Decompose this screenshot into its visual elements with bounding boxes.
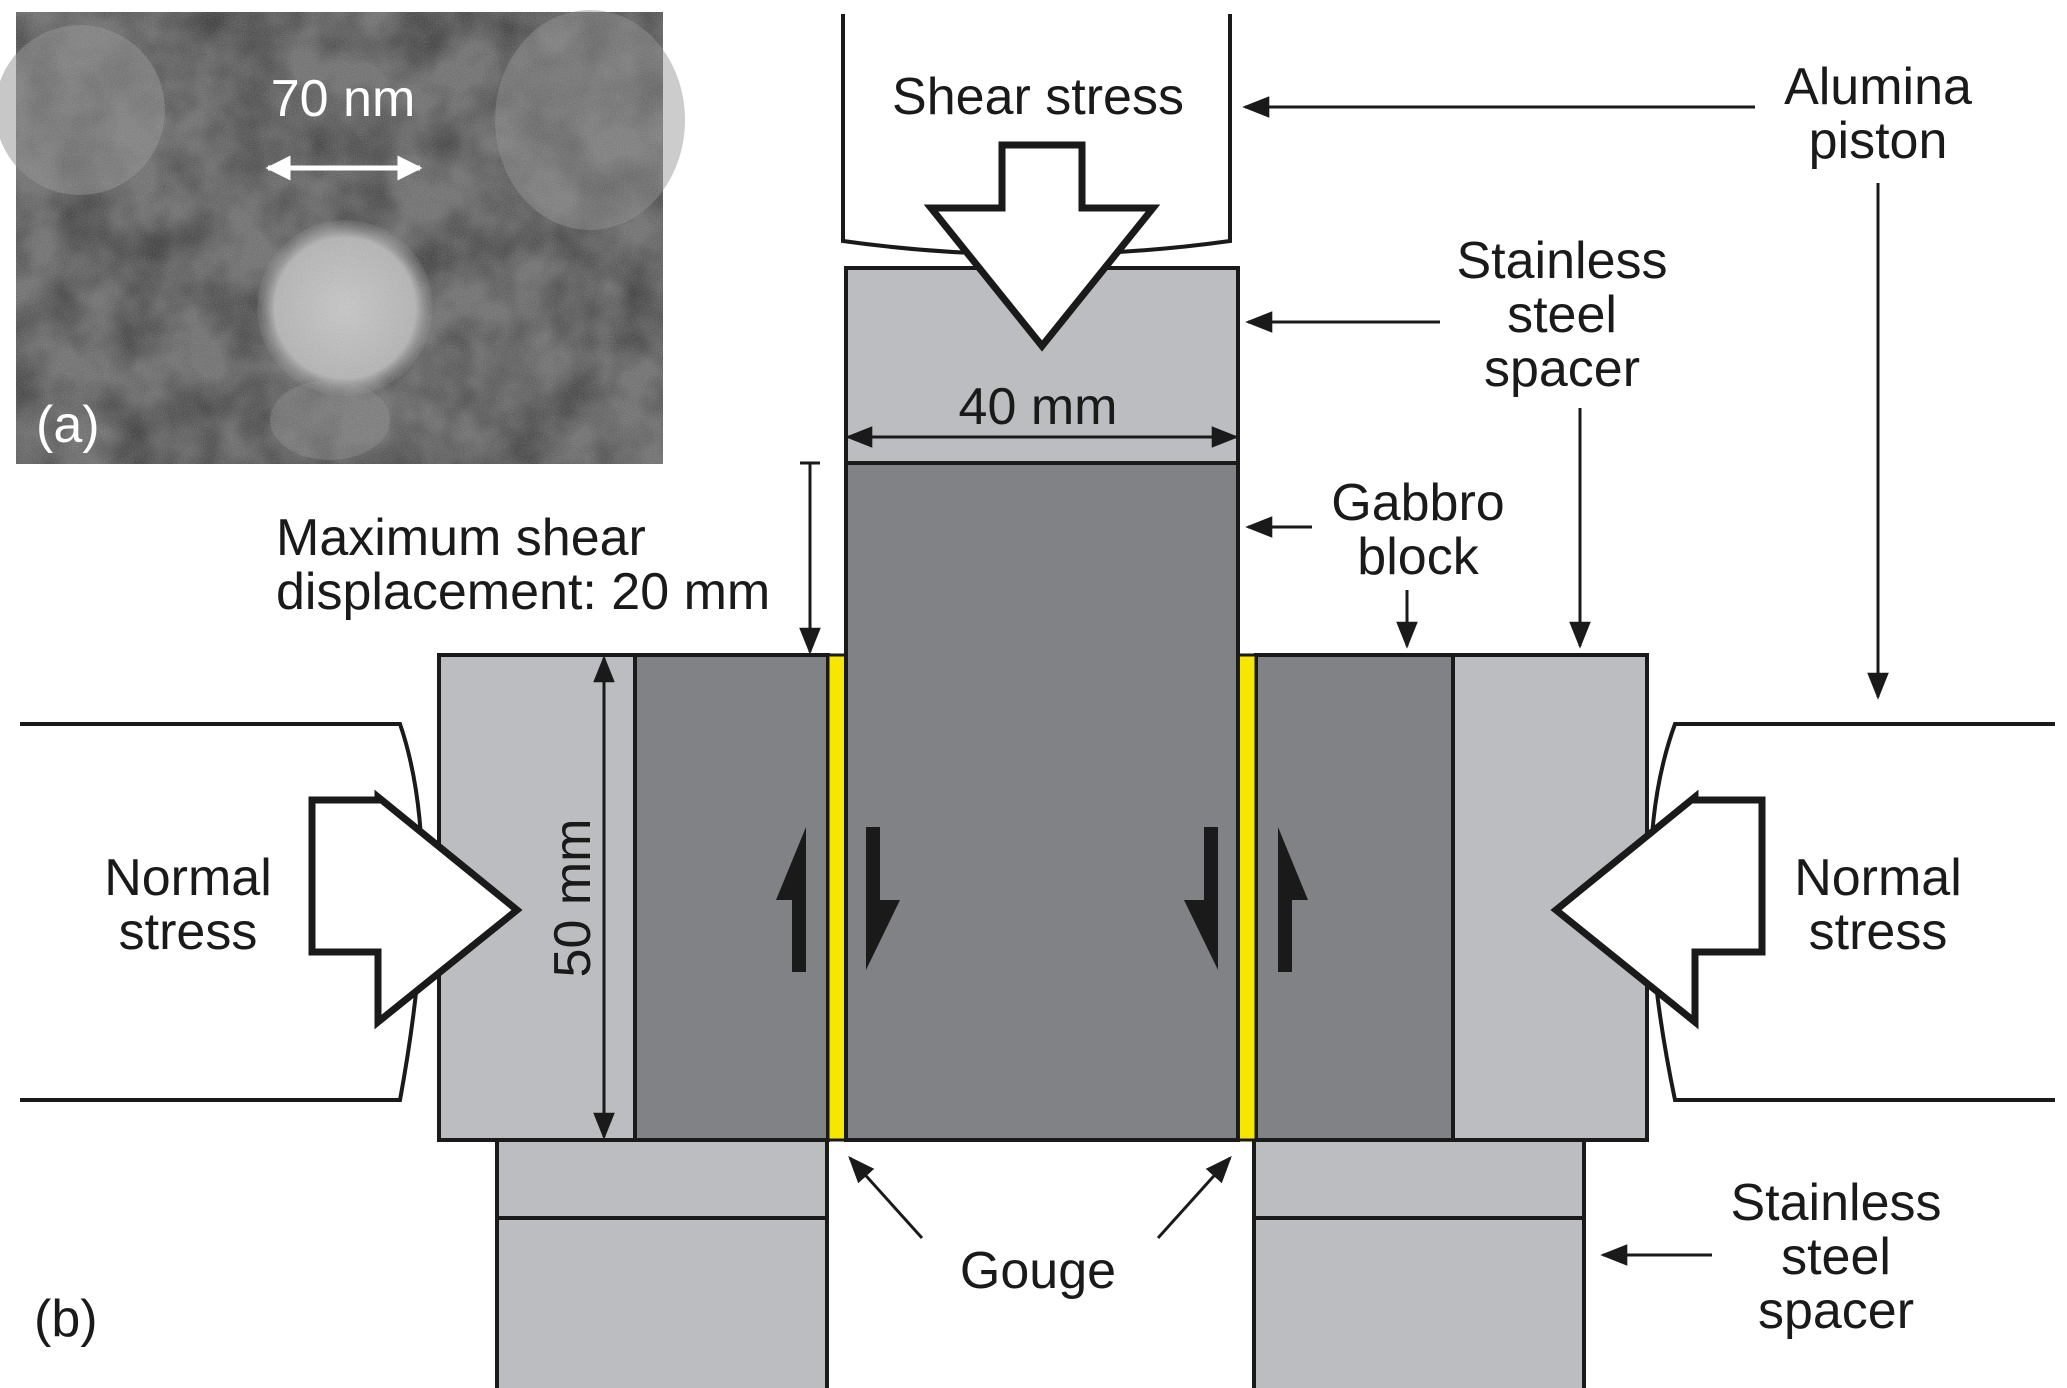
bottom-right-spacer (1252, 1138, 1586, 1388)
svg-text:displacement: 20 mm: displacement: 20 mm (276, 563, 770, 621)
normal-stress-arrow-left (308, 789, 523, 1030)
svg-text:spacer: spacer (1484, 340, 1640, 398)
leader-gouge-right (1156, 1155, 1232, 1240)
bottom-left-spacer (495, 1138, 829, 1388)
shear-sense-left-up (776, 827, 806, 972)
svg-text:stress: stress (119, 903, 258, 961)
gouge-label: Gouge (960, 1242, 1116, 1300)
shear-sense-right-up (1278, 827, 1308, 972)
svg-text:Normal: Normal (104, 849, 272, 907)
svg-text:stress: stress (1809, 903, 1948, 961)
svg-text:spacer: spacer (1758, 1282, 1914, 1340)
svg-text:steel: steel (1507, 286, 1617, 344)
scale-bar-label: 70 nm (271, 70, 416, 128)
svg-text:Normal: Normal (1794, 849, 1962, 907)
svg-text:Gabbro: Gabbro (1331, 474, 1504, 532)
micrograph-inset: 70 nm (a) (0, 10, 685, 464)
left-gouge-layer (826, 653, 848, 1142)
panel-a-label: (a) (36, 396, 100, 454)
shear-stress-label: Shear stress (892, 68, 1184, 126)
svg-text:piston: piston (1809, 112, 1948, 170)
max-shear-label: Maximum shear displacement: 20 mm (276, 509, 770, 621)
central-gabbro-block (844, 461, 1240, 1142)
svg-text:block: block (1357, 528, 1479, 586)
svg-text:steel: steel (1781, 1228, 1891, 1286)
stainless-spacer-bottom-label: Stainless steel spacer (1731, 1174, 1942, 1340)
shear-sense-right-down (1184, 827, 1218, 970)
alumina-piston-label: Alumina piston (1784, 58, 1972, 170)
gabbro-block-label: Gabbro block (1331, 474, 1504, 586)
width-dimension-label: 40 mm (959, 378, 1118, 436)
right-gouge-layer (1236, 653, 1258, 1142)
shear-sense-left-down (866, 827, 900, 970)
normal-stress-right-label: Normal stress (1794, 849, 1962, 961)
normal-stress-left-label: Normal stress (104, 849, 272, 961)
height-dimension-label: 50 mm (544, 819, 602, 978)
stainless-spacer-top-label: Stainless steel spacer (1457, 232, 1668, 398)
leader-gouge-left (848, 1155, 924, 1240)
svg-text:Stainless: Stainless (1457, 232, 1668, 290)
panel-b-label: (b) (34, 1290, 98, 1348)
shear-stress-arrow (923, 141, 1161, 352)
svg-text:Stainless: Stainless (1731, 1174, 1942, 1232)
svg-text:Alumina: Alumina (1784, 58, 1972, 116)
svg-text:Maximum shear: Maximum shear (276, 509, 646, 567)
normal-stress-arrow-right (1550, 789, 1766, 1030)
